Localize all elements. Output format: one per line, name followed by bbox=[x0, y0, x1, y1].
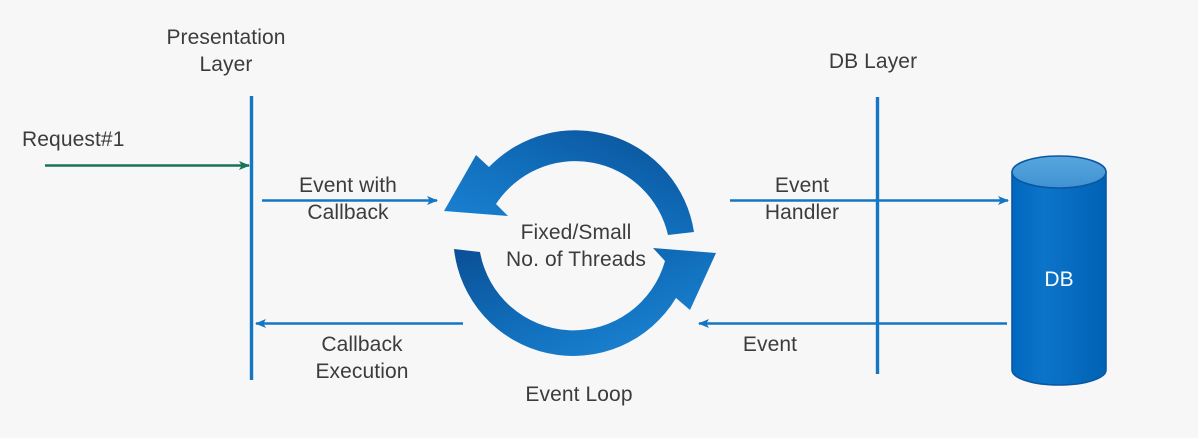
event-loop-top-arc bbox=[444, 130, 694, 235]
db-layer-label: DB Layer bbox=[828, 50, 918, 73]
event-with-callback-label: Event with Callback bbox=[299, 174, 397, 224]
request-label: Request#1 bbox=[22, 128, 125, 151]
event-label: Event bbox=[742, 333, 798, 356]
presentation-layer-label: Presentation Layer bbox=[166, 26, 286, 76]
event-loop-bottom-arc bbox=[454, 248, 716, 356]
threads-label: Fixed/Small No. of Threads bbox=[506, 221, 646, 271]
event-loop-label: Event Loop bbox=[525, 383, 633, 406]
db-label: DB bbox=[1044, 268, 1074, 291]
event-handler-label: Event Handler bbox=[764, 174, 840, 224]
callback-execution-label: Callback Execution bbox=[315, 333, 409, 383]
db-cylinder bbox=[1011, 155, 1107, 386]
